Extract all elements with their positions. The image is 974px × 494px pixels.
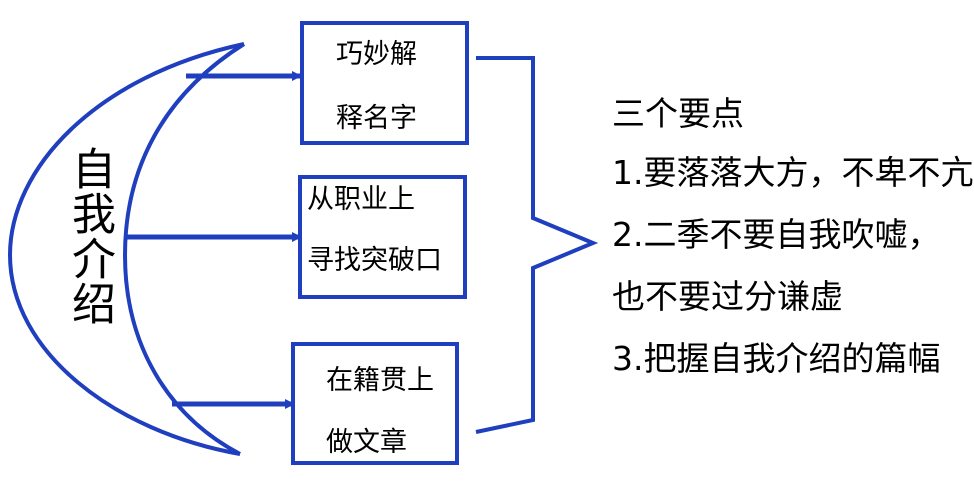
key-points: 三个要点 1.要落落大方，不卑不亢 2.二季不要自我吹嘘， 也不要过分谦虚 3.… [612, 86, 974, 390]
box-2-line-1: 从职业上 [307, 184, 415, 215]
box-2-line-2: 寻找突破口 [307, 245, 442, 276]
method-box-hometown: 在籍贯上 做文章 [291, 342, 459, 465]
key-points-heading: 三个要点 [612, 94, 744, 133]
box-3-line-1: 在籍贯上 [326, 365, 434, 396]
center-title: 自我介绍 [64, 146, 115, 326]
box-1-line-2: 释名字 [336, 103, 417, 134]
crescent-outer-arc [7, 42, 245, 456]
key-point-line-4: 3.把握自我介绍的篇幅 [612, 339, 941, 378]
key-point-line-3: 也不要过分谦虚 [612, 277, 843, 316]
right-brace [475, 56, 599, 434]
box-1-line-1: 巧妙解 [336, 39, 417, 70]
box-3-line-2: 做文章 [326, 427, 407, 458]
crescent-inner-arc [122, 42, 246, 456]
method-box-name: 巧妙解 释名字 [300, 21, 469, 145]
key-point-line-1: 1.要落落大方，不卑不亢 [612, 153, 974, 192]
key-point-line-2: 2.二季不要自我吹嘘， [612, 215, 941, 254]
method-box-career: 从职业上 寻找突破口 [298, 175, 467, 299]
